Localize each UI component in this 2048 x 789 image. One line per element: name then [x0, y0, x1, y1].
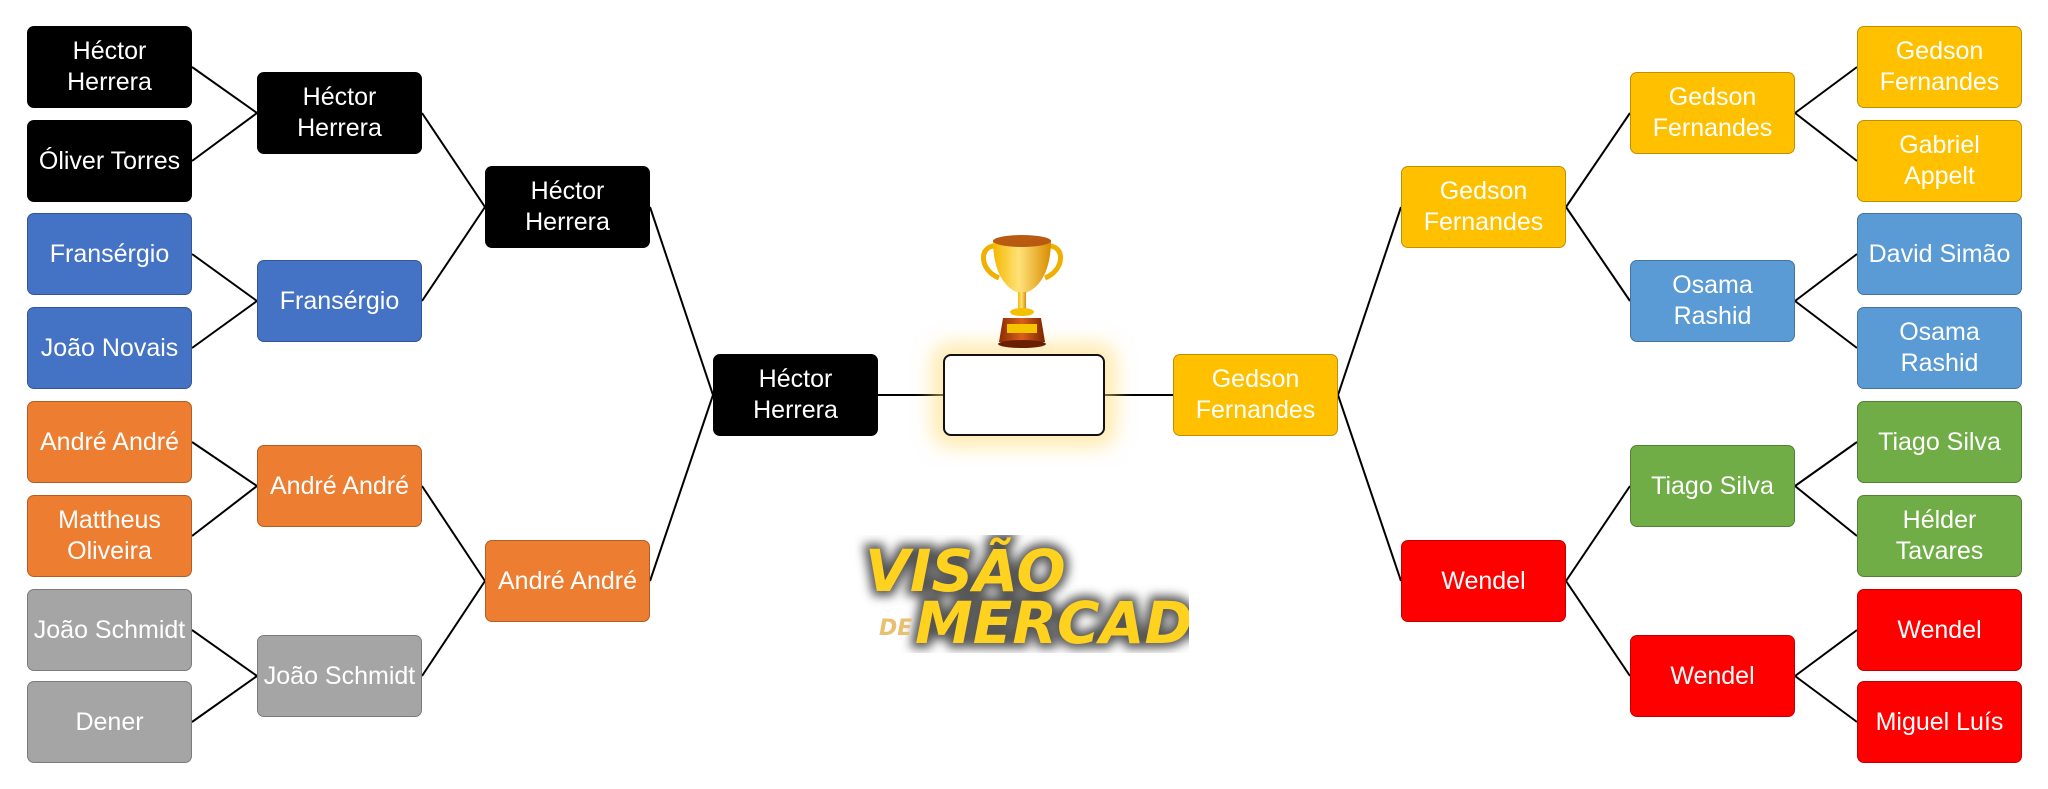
left-round-of-16-match-2[interactable]: Fransérgio: [257, 260, 422, 342]
left-semifinal-match-1[interactable]: Héctor Herrera: [713, 354, 878, 436]
connector-line: [1794, 441, 1858, 487]
player-name: João Schmidt: [263, 661, 416, 690]
connector-line: [649, 394, 714, 582]
player-name: Gabriel Appelt: [1899, 131, 1980, 190]
player-name: André André: [498, 566, 637, 595]
connector-line: [191, 66, 258, 114]
connector-line: [1794, 112, 1858, 162]
player-name: Tiago Silva: [1878, 427, 2001, 456]
left-round-of-16-match-3[interactable]: André André: [257, 445, 422, 527]
player-name: Héctor Herrera: [753, 365, 838, 424]
left-round-of-32-match-3[interactable]: Fransérgio: [27, 213, 192, 295]
connector-line: [1337, 394, 1402, 582]
connector-line: [1794, 485, 1858, 537]
player-name: Miguel Luís: [1875, 707, 2004, 736]
connector-line: [1565, 206, 1631, 302]
right-quarterfinal-match-2[interactable]: Wendel: [1401, 540, 1566, 622]
logo-line1: VISÃO: [865, 536, 1066, 605]
visao-de-mercado-logo: VISÃO MERCADO VISÃO DE MERCADO: [860, 535, 1189, 653]
right-round-of-16-match-4[interactable]: Wendel: [1630, 635, 1795, 717]
left-round-of-32-match-8[interactable]: Dener: [27, 681, 192, 763]
connector-line: [1565, 580, 1631, 677]
connector-line: [649, 206, 714, 396]
connector-line: [191, 253, 258, 302]
final-winner-box[interactable]: [943, 354, 1105, 436]
left-round-of-16-match-1[interactable]: Héctor Herrera: [257, 72, 422, 154]
player-name: Héctor Herrera: [67, 37, 152, 96]
player-name: Gedson Fernandes: [1652, 83, 1773, 142]
player-name: Wendel: [1670, 661, 1755, 690]
player-name: Héctor Herrera: [297, 83, 382, 142]
player-name: João Schmidt: [33, 615, 186, 644]
left-round-of-16-match-4[interactable]: João Schmidt: [257, 635, 422, 717]
right-round-of-16-match-3[interactable]: Tiago Silva: [1630, 445, 1795, 527]
connector-line: [1794, 675, 1858, 723]
right-round-of-32-match-1[interactable]: Gedson Fernandes: [1857, 26, 2022, 108]
left-round-of-32-match-5[interactable]: André André: [27, 401, 192, 483]
logo-line2: MERCADO: [915, 589, 1189, 653]
player-name: Wendel: [1441, 566, 1526, 595]
player-name: Gedson Fernandes: [1423, 177, 1544, 236]
connector-line: [191, 675, 258, 723]
player-name: Dener: [75, 707, 144, 736]
player-name: Fransérgio: [49, 239, 170, 268]
right-round-of-32-match-8[interactable]: Miguel Luís: [1857, 681, 2022, 763]
connector-line: [1794, 253, 1858, 302]
connector-line: [1794, 66, 1858, 114]
right-round-of-16-match-2[interactable]: Osama Rashid: [1630, 260, 1795, 342]
player-name: André André: [40, 427, 179, 456]
left-round-of-32-match-1[interactable]: Héctor Herrera: [27, 26, 192, 108]
connector-line: [1565, 112, 1631, 208]
player-name: Tiago Silva: [1651, 471, 1774, 500]
player-name: Osama Rashid: [1899, 318, 1980, 377]
connector-line: [191, 629, 258, 677]
right-round-of-32-match-4[interactable]: Osama Rashid: [1857, 307, 2022, 389]
left-quarterfinal-match-1[interactable]: Héctor Herrera: [485, 166, 650, 248]
connector-line: [421, 112, 486, 208]
player-name: Wendel: [1897, 615, 1982, 644]
player-name: André André: [270, 471, 409, 500]
left-round-of-32-match-6[interactable]: Mattheus Oliveira: [27, 495, 192, 577]
connector-line: [421, 485, 486, 582]
right-round-of-32-match-7[interactable]: Wendel: [1857, 589, 2022, 671]
player-name: Osama Rashid: [1672, 271, 1753, 330]
right-round-of-32-match-2[interactable]: Gabriel Appelt: [1857, 120, 2022, 202]
connector-line: [191, 441, 258, 487]
trophy-icon: [981, 235, 1063, 348]
connector-line: [191, 300, 258, 349]
connector-line: [191, 112, 258, 162]
right-round-of-32-match-5[interactable]: Tiago Silva: [1857, 401, 2022, 483]
player-name: Óliver Torres: [38, 146, 181, 175]
player-name: Héctor Herrera: [525, 177, 610, 236]
right-semifinal-match-1[interactable]: Gedson Fernandes: [1173, 354, 1338, 436]
left-round-of-32-match-7[interactable]: João Schmidt: [27, 589, 192, 671]
player-name: David Simão: [1868, 239, 2011, 268]
left-round-of-32-match-4[interactable]: João Novais: [27, 307, 192, 389]
left-quarterfinal-match-2[interactable]: André André: [485, 540, 650, 622]
player-name: Mattheus Oliveira: [58, 506, 161, 565]
connector-line: [421, 580, 486, 677]
connector-line: [1794, 300, 1858, 349]
connector-line: [421, 206, 486, 302]
connector-line: [191, 485, 258, 537]
connector-line: [1565, 485, 1631, 582]
logo-line1-shadow: VISÃO: [865, 536, 1066, 605]
connector-line: [1337, 206, 1402, 396]
right-quarterfinal-match-1[interactable]: Gedson Fernandes: [1401, 166, 1566, 248]
logo-de: DE: [879, 616, 912, 641]
left-round-of-32-match-2[interactable]: Óliver Torres: [27, 120, 192, 202]
connector-line: [1794, 629, 1858, 677]
right-round-of-32-match-6[interactable]: Hélder Tavares: [1857, 495, 2022, 577]
right-round-of-32-match-3[interactable]: David Simão: [1857, 213, 2022, 295]
player-name: Gedson Fernandes: [1195, 365, 1316, 424]
player-name: João Novais: [40, 333, 179, 362]
player-name: Gedson Fernandes: [1879, 37, 2000, 96]
player-name: Fransérgio: [279, 286, 400, 315]
right-round-of-16-match-1[interactable]: Gedson Fernandes: [1630, 72, 1795, 154]
logo-line2-shadow: MERCADO: [915, 589, 1189, 653]
player-name: Hélder Tavares: [1895, 506, 1984, 565]
